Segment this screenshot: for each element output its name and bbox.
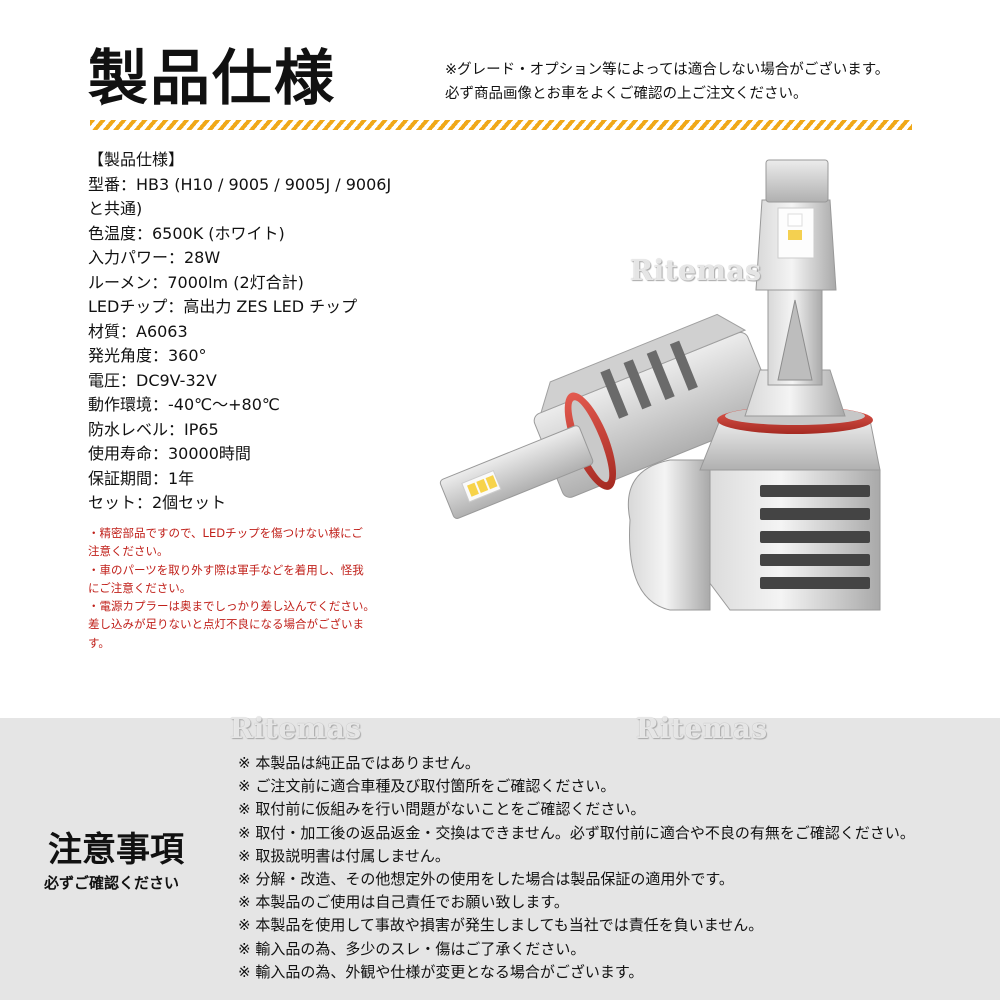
spec-item: 型番：HB3 (H10 / 9005 / 9005J / 9006J	[88, 174, 392, 194]
spec-item: セット：2個セット	[88, 493, 227, 512]
caution-item: ※ 輸入品の為、外観や仕様が変更となる場合がございます。	[238, 962, 644, 981]
caution-panel	[0, 718, 1000, 1000]
fitment-note: ※グレード・オプション等によっては適合しない場合がございます。 必ず商品画像とお…	[445, 58, 889, 106]
warning-line: ・電源カプラーは奥までしっかり差し込んでください。	[88, 599, 375, 614]
warning-line: 差し込みが足りないと点灯不良になる場合がございま	[88, 617, 364, 632]
spec-item: 入力パワー：28W	[88, 248, 221, 267]
warning-line: 注意ください。	[88, 544, 169, 559]
watermark-logo: Ritemas	[630, 254, 762, 287]
spec-item: 発光角度：360°	[88, 346, 207, 365]
front-led-bulb	[627, 159, 881, 611]
page-title: 製品仕様	[88, 44, 336, 114]
fitment-note-line: ※グレード・オプション等によっては適合しない場合がございます。	[445, 62, 890, 78]
spec-item: 防水レベル：IP65	[88, 419, 219, 439]
caution-list: ※ 本製品は純正品ではありません。 ※ ご注文前に適合車種及び取付箇所をご確認く…	[238, 752, 915, 984]
spec-item: 保証期間：1年	[88, 468, 195, 488]
watermark-logo: Ritemas	[230, 712, 362, 745]
watermark-logo: Ritemas	[636, 712, 768, 745]
spec-item: ルーメン：7000lm (2灯合計)	[88, 272, 304, 292]
handling-warnings: ・精密部品ですので、LEDチップを傷つけない様にご 注意ください。 ・車のパーツ…	[88, 524, 408, 652]
warning-line: ・精密部品ですので、LEDチップを傷つけない様にご	[88, 526, 363, 540]
caution-item: ※ 本製品は純正品ではありません。	[238, 754, 480, 772]
rear-led-bulb	[439, 313, 777, 519]
caution-title: 注意事項	[48, 830, 184, 870]
spec-item: と共通)	[88, 199, 143, 218]
caution-item: ※ 本製品を使用して事故や損害が発生しましても当社では責任を負いません。	[238, 916, 764, 935]
warning-line: す。	[88, 635, 110, 650]
caution-item: ※ ご注文前に適合車種及び取付箇所をご確認ください。	[238, 777, 616, 796]
caution-subtitle: 必ずご確認ください	[44, 874, 180, 892]
spec-list: 【製品仕様】 型番：HB3 (H10 / 9005 / 9005J / 9006…	[88, 148, 488, 516]
spec-item: LEDチップ：高出力 ZES LED チップ	[88, 297, 358, 316]
caution-item: ※ 分解・改造、その他想定外の使用をした場合は製品保証の適用外です。	[238, 870, 734, 889]
spec-item: 使用寿命：30000時間	[88, 444, 251, 463]
warning-line: ・車のパーツを取り外す際は軍手などを着用し、怪我	[88, 562, 364, 577]
fitment-note-line: 必ず商品画像とお車をよくご確認の上ご注文ください。	[445, 86, 808, 102]
warning-line: にご注意ください。	[88, 580, 192, 595]
caution-item: ※ 輸入品の為、多少のスレ・傷はご了承ください。	[238, 939, 586, 958]
spec-heading: 【製品仕様】	[88, 150, 185, 169]
caution-item: ※ 取付・加工後の返品返金・交換はできません。必ず取付前に適合や不良の有無をご確…	[238, 823, 915, 842]
caution-item: ※ 取付前に仮組みを行い問題がないことをご確認ください。	[238, 800, 646, 819]
spec-item: 電圧：DC9V-32V	[88, 370, 217, 390]
spec-item: 材質：A6063	[88, 321, 188, 341]
led-bulb-product-image	[439, 159, 881, 611]
caution-item: ※ 取扱説明書は付属しません。	[238, 846, 450, 865]
hatch-divider	[90, 120, 912, 130]
spec-item: 動作環境：-40℃～+80℃	[88, 395, 280, 414]
spec-item: 色温度：6500K (ホワイト)	[88, 223, 285, 243]
caution-item: ※ 本製品のご使用は自己責任でお願い致します。	[238, 893, 569, 912]
